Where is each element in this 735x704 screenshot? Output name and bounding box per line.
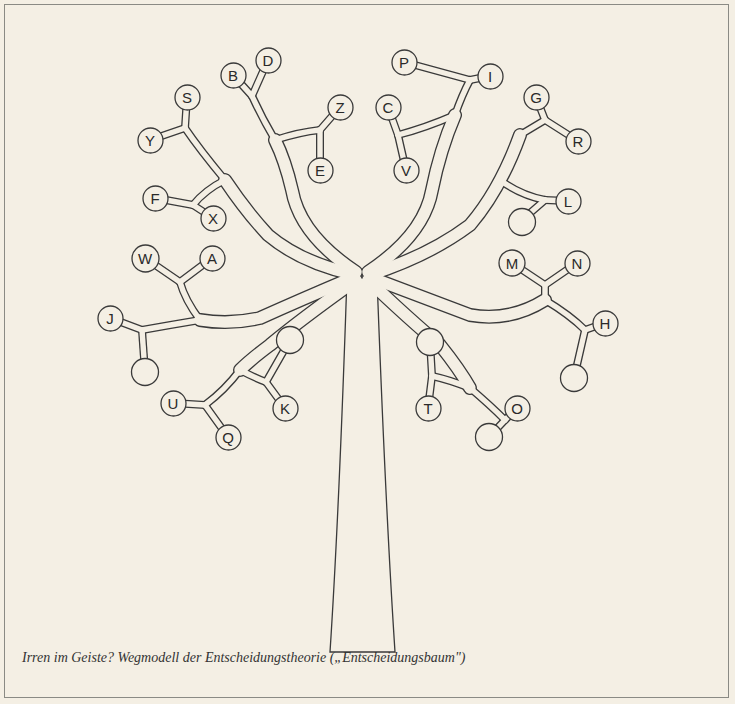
- circle-shape: [161, 391, 186, 416]
- letter-circle: A: [199, 245, 226, 272]
- letter-circle: Y: [137, 127, 164, 154]
- letter-circle: W: [131, 244, 160, 273]
- node-letter: E: [315, 162, 325, 179]
- letter-circle: N: [564, 250, 591, 277]
- trunk-top-fill: [349, 282, 378, 300]
- letter-circle: H: [592, 310, 619, 337]
- letter-circle: I: [477, 63, 504, 90]
- node-letter: J: [106, 310, 114, 327]
- node-letter: T: [423, 400, 432, 417]
- node-letter: P: [399, 54, 409, 71]
- node-letter: N: [572, 255, 583, 272]
- letter-circle: K: [272, 395, 299, 422]
- empty-circles: [132, 209, 588, 451]
- circle-shape: [565, 251, 590, 276]
- circle-shape: [556, 189, 581, 214]
- node-letter: D: [263, 52, 274, 69]
- node-letter: S: [182, 89, 192, 106]
- node-letter: H: [600, 315, 611, 332]
- node-letter: C: [383, 99, 394, 116]
- circle-shape: [524, 85, 549, 110]
- empty-circle: [277, 327, 304, 354]
- circle-shape: [256, 48, 281, 73]
- circle-shape: [200, 246, 225, 271]
- circle-shape: [499, 250, 525, 276]
- circle-shape: [175, 85, 200, 110]
- letter-circle: V: [393, 157, 420, 184]
- node-letter: Z: [335, 99, 344, 116]
- letter-circle: O: [504, 395, 531, 422]
- circle-shape: [505, 396, 530, 421]
- letter-circle: E: [307, 157, 334, 184]
- circle-shape: [593, 311, 618, 336]
- node-letter: Q: [222, 429, 234, 446]
- node-letter: B: [228, 67, 238, 84]
- letter-circle: X: [200, 205, 227, 232]
- node-letter: A: [207, 250, 217, 267]
- letter-circle: U: [160, 390, 187, 417]
- node-letter: M: [506, 255, 519, 272]
- node-letter: F: [150, 190, 159, 207]
- circle-shape: [566, 129, 591, 154]
- circle-shape: [143, 186, 168, 211]
- circle-shape: [273, 396, 298, 421]
- letter-circle: L: [555, 188, 582, 215]
- letter-circle: Z: [327, 94, 354, 121]
- letter-circle: P: [391, 49, 418, 76]
- twig-fill: [110, 60, 605, 437]
- node-letter: I: [488, 68, 492, 85]
- node-letter: G: [530, 89, 542, 106]
- circle-shape: [416, 396, 441, 421]
- letter-circle: D: [255, 47, 282, 74]
- empty-circle: [509, 209, 536, 236]
- letter-circle: F: [142, 185, 169, 212]
- branch-fill: [200, 115, 545, 388]
- node-letter: R: [573, 133, 584, 150]
- letter-circle: S: [174, 84, 201, 111]
- node-letter: Y: [145, 132, 155, 149]
- node-letter: U: [168, 395, 179, 412]
- trunk: [330, 278, 395, 652]
- node-letter: X: [208, 210, 218, 227]
- circle-shape: [394, 158, 419, 183]
- empty-circle: [132, 359, 159, 386]
- circle-shape: [201, 206, 226, 231]
- letter-circle: T: [415, 395, 442, 422]
- circle-shape: [132, 245, 159, 272]
- empty-circle: [476, 424, 503, 451]
- empty-circle: [417, 329, 444, 356]
- letter-circle: G: [523, 84, 550, 111]
- figure-caption: Irren im Geiste? Wegmodell der Entscheid…: [22, 650, 465, 666]
- letter-circle: M: [498, 249, 526, 277]
- letter-circle: R: [565, 128, 592, 155]
- node-letter: V: [401, 162, 411, 179]
- circle-shape: [138, 128, 163, 153]
- empty-circle: [561, 365, 588, 392]
- node-letter: O: [511, 400, 523, 417]
- circle-shape: [216, 425, 241, 450]
- node-letter: L: [564, 193, 572, 210]
- circle-shape: [376, 95, 401, 120]
- node-letter: K: [280, 400, 290, 417]
- circle-shape: [478, 64, 503, 89]
- circle-shape: [328, 95, 353, 120]
- circle-shape: [98, 306, 123, 331]
- letter-circle: J: [97, 305, 124, 332]
- node-letter: W: [138, 250, 152, 267]
- circle-shape: [308, 158, 333, 183]
- circle-shape: [392, 50, 417, 75]
- circle-shape: [221, 63, 246, 88]
- letter-circle: C: [375, 94, 402, 121]
- letter-circle: B: [220, 62, 247, 89]
- letter-circle: Q: [215, 424, 242, 451]
